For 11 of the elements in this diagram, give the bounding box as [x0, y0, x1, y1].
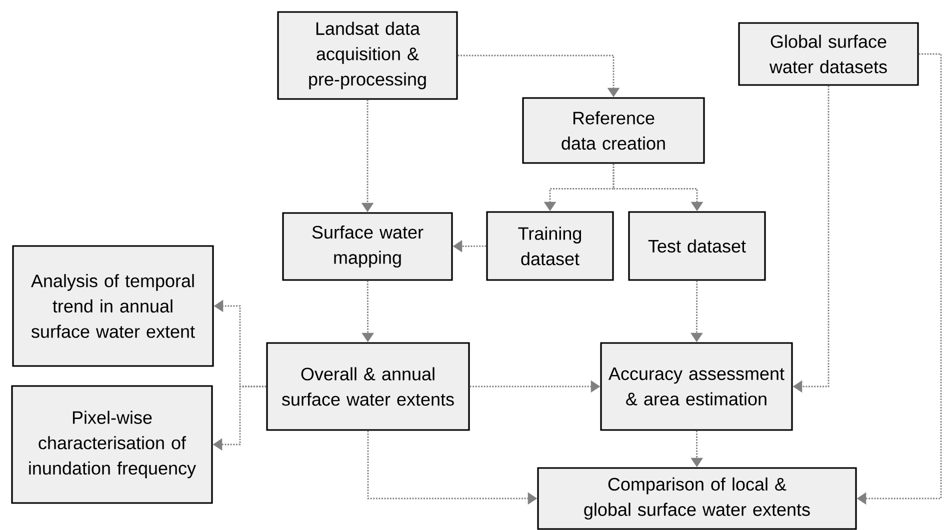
process-box: Training dataset [486, 211, 614, 281]
process-box: Reference data creation [522, 97, 705, 164]
process-box: Accuracy assessment & area estimation [600, 342, 793, 431]
process-box: Overall & annual surface water extents [266, 342, 470, 431]
process-box: Global surface water datasets [738, 22, 919, 86]
process-box: Landsat data acquisition & pre-processing [277, 11, 458, 100]
process-box: Surface water mapping [282, 212, 453, 281]
process-box: Test dataset [628, 211, 766, 281]
process-box: Analysis of temporal trend in annual surface water extent [12, 245, 214, 367]
process-box: Comparison of local & global surface water extents [537, 467, 857, 530]
process-box: Pixel-wise characterisation of inundation frequency [11, 385, 213, 504]
